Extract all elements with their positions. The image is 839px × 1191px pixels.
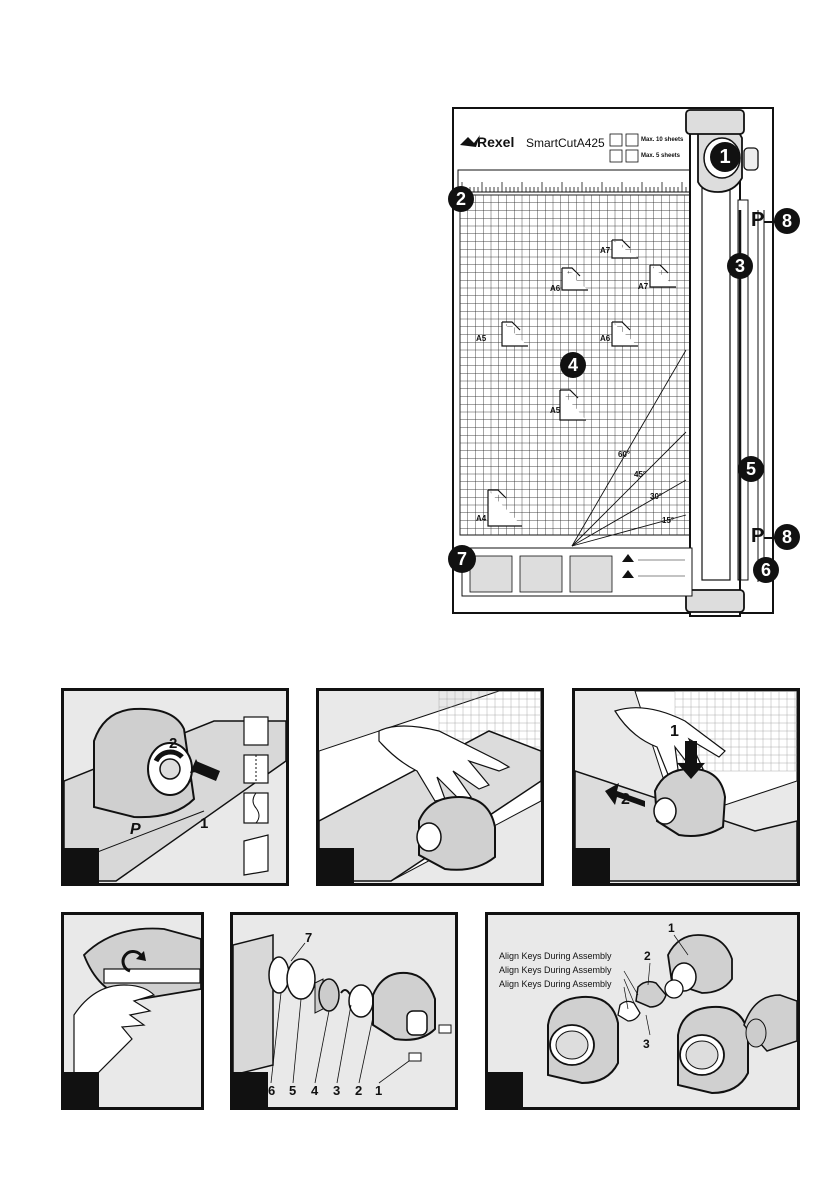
cutter-diagram: Rexel SmartCutA425 Max. 10 sheets Max. 5… (440, 100, 830, 620)
max-10-sheets: Max. 10 sheets (641, 137, 683, 143)
paper-label-a5-center: A5 (550, 406, 560, 415)
step-6-num-2: 2 (644, 949, 651, 963)
step-panel-6: Align Keys During Assembly Align Keys Du… (485, 912, 800, 1110)
step-3-num-1: 1 (670, 723, 679, 741)
step-5-part-5: 5 (289, 1083, 296, 1098)
callout-8-bottom: 8 (774, 524, 800, 550)
step-5-marker (230, 1072, 268, 1110)
assembly-note-3: Align Keys During Assembly (499, 979, 612, 989)
model-label: SmartCut (526, 136, 577, 150)
paper-label-a5-left: A5 (476, 334, 486, 343)
paper-label-a7-right: A7 (638, 282, 648, 291)
paper-label-a4: A4 (476, 514, 486, 523)
model-name: SmartCutA425 (526, 136, 605, 150)
callout-4: 4 (560, 352, 586, 378)
step-4-marker (61, 1072, 99, 1110)
max-5-sheets: Max. 5 sheets (641, 153, 680, 159)
step-6-num-1: 1 (668, 921, 675, 935)
callout-8-top: 8 (774, 208, 800, 234)
step-2-marker (316, 848, 354, 886)
p-marker-top: P (751, 209, 764, 232)
callout-7: 7 (448, 545, 476, 573)
step-5-part-6: 6 (268, 1083, 275, 1098)
step-panel-2 (316, 688, 544, 886)
p-connector-top (764, 221, 776, 223)
step-1-num-1: 1 (200, 815, 208, 832)
step-1-num-2: 2 (169, 735, 177, 752)
callout-2: 2 (448, 186, 474, 212)
p-connector-bottom (764, 537, 776, 539)
angle-label-45: 45° (634, 470, 646, 479)
step-6-illustration (488, 915, 797, 1107)
step-6-num-3: 3 (643, 1037, 650, 1051)
angle-label-30: 30° (650, 492, 662, 501)
step-panel-1: 2 1 P (61, 688, 289, 886)
model-number: A425 (577, 136, 605, 150)
assembly-note-1: Align Keys During Assembly (499, 951, 612, 961)
callout-6: 6 (753, 557, 779, 583)
step-5-part-4: 4 (311, 1083, 318, 1098)
step-3-marker (572, 848, 610, 886)
step-1-marker (61, 848, 99, 886)
paper-label-a6-left: A6 (550, 284, 560, 293)
brand-name: Rexel (477, 134, 514, 150)
step-5-part-3: 3 (333, 1083, 340, 1098)
step-3-num-2: 2 (621, 791, 630, 809)
paper-label-a6-right: A6 (600, 334, 610, 343)
step-1-rail-letter: P (130, 821, 141, 839)
callout-3: 3 (727, 253, 753, 279)
p-marker-bottom: P (751, 525, 764, 548)
callout-1: 1 (710, 142, 740, 172)
assembly-note-2: Align Keys During Assembly (499, 965, 612, 975)
step-panel-4 (61, 912, 204, 1110)
step-5-part-1: 1 (375, 1083, 382, 1098)
step-panel-5: 6 5 4 3 2 1 7 (230, 912, 458, 1110)
paper-label-a7-top: A7 (600, 246, 610, 255)
step-panel-3: 1 2 (572, 688, 800, 886)
step-5-part-2: 2 (355, 1083, 362, 1098)
callout-5: 5 (738, 456, 764, 482)
step-5-num-7: 7 (305, 930, 312, 945)
angle-label-60: 60° (618, 450, 630, 459)
cutter-illustration (440, 100, 830, 620)
step-6-marker (485, 1072, 523, 1110)
angle-label-15: 15° (662, 516, 674, 525)
